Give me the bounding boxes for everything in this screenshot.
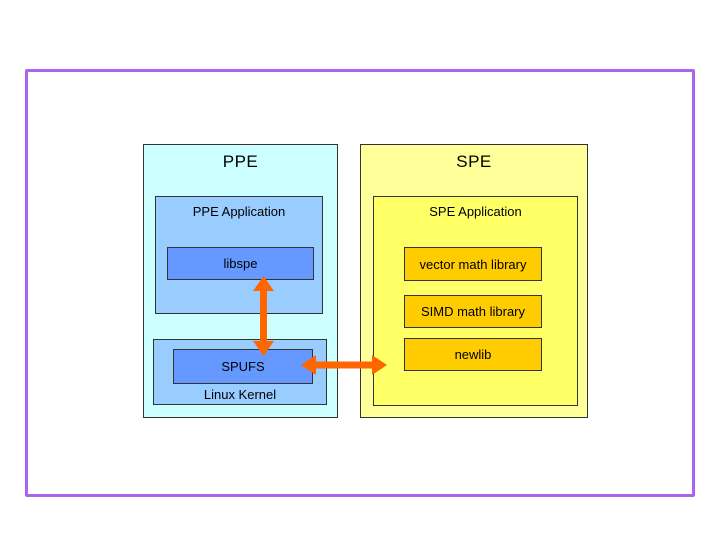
spe-title: SPE [456, 152, 492, 171]
spufs-box: SPUFS [173, 349, 313, 384]
libspe-label: libspe [223, 256, 258, 271]
libspe-box: libspe [167, 247, 314, 280]
vector-math-library-label: vector math library [419, 256, 527, 272]
linux-kernel-label: Linux Kernel [203, 387, 277, 402]
ppe-application-label: PPE Application [192, 204, 286, 219]
simd-math-library-label: SIMD math library [420, 304, 526, 319]
spufs-label: SPUFS [221, 359, 265, 374]
simd-math-library-box: SIMD math library [404, 295, 542, 328]
ppe-title: PPE [222, 152, 259, 171]
spe-application-label: SPE Application [429, 204, 522, 219]
newlib-box: newlib [404, 338, 542, 371]
vector-math-library-box: vector math library [404, 247, 542, 281]
newlib-label: newlib [454, 347, 492, 362]
